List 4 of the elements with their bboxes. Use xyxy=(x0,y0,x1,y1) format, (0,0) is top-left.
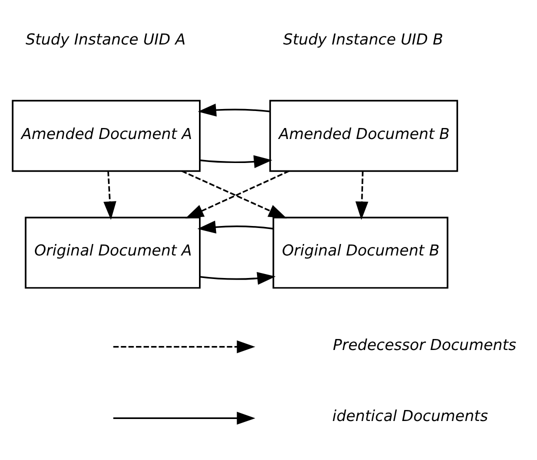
node-label: Study Instance UID A xyxy=(26,30,186,49)
legend-label: Predecessor Documents xyxy=(332,336,516,354)
node-label: Study Instance UID B xyxy=(283,30,444,49)
legend-label: identical Documents xyxy=(332,407,488,426)
